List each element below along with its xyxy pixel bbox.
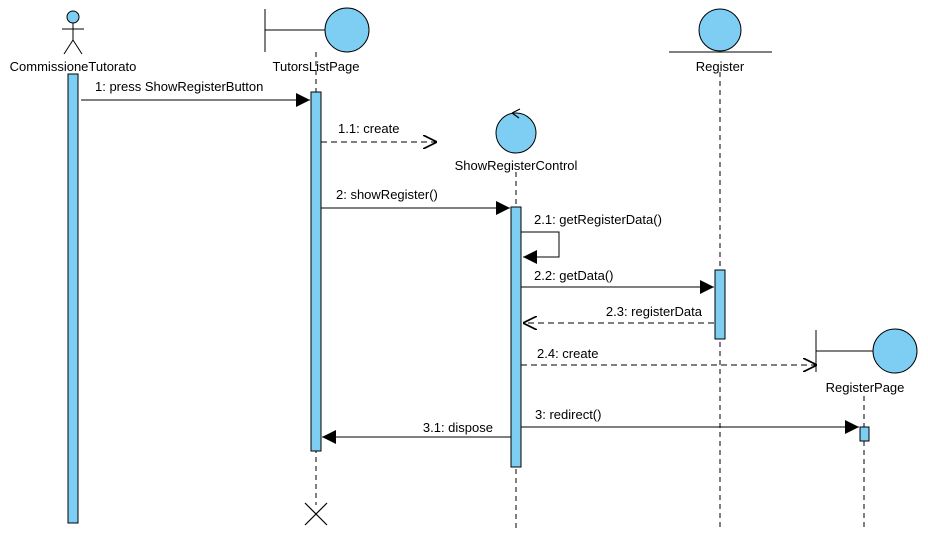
message-2-4: 2.4: create <box>521 346 817 365</box>
register-page-label: RegisterPage <box>826 380 905 395</box>
message-2-3-label: 2.3: registerData <box>606 304 703 319</box>
message-1-1: 1.1: create <box>321 121 437 142</box>
message-3-1-label: 3.1: dispose <box>423 420 493 435</box>
message-3: 3: redirect() <box>521 407 859 434</box>
destroy-marker <box>304 502 328 526</box>
control-icon <box>495 112 537 154</box>
message-2: 2: showRegister() <box>321 187 510 215</box>
participant-register: Register <box>669 8 772 74</box>
message-2-2: 2.2: getData() <box>521 268 714 294</box>
participant-register-page: RegisterPage <box>815 328 918 395</box>
message-2-2-label: 2.2: getData() <box>534 268 614 283</box>
actor-commissione: CommissioneTutorato <box>10 10 137 74</box>
message-2-1: 2.1: getRegisterData() <box>521 212 662 264</box>
tutors-list-page-label: TutorsListPage <box>273 59 360 74</box>
boundary-icon <box>872 328 918 374</box>
activation-commissione <box>67 73 79 524</box>
actor-commissione-label: CommissioneTutorato <box>10 59 137 74</box>
participant-show-register-control: ShowRegisterControl <box>455 108 578 173</box>
boundary-icon <box>324 7 370 53</box>
message-2-3: 2.3: registerData <box>523 304 714 323</box>
message-2-1-label: 2.1: getRegisterData() <box>534 212 662 227</box>
message-1-label: 1: press ShowRegisterButton <box>95 79 263 94</box>
actor-icon <box>66 10 80 24</box>
activation-register-page <box>859 426 870 442</box>
entity-icon <box>698 8 742 52</box>
message-3-1: 3.1: dispose <box>322 420 511 444</box>
message-2-4-label: 2.4: create <box>537 346 598 361</box>
message-1-1-label: 1.1: create <box>338 121 399 136</box>
activation-tutors-list-page <box>310 91 322 452</box>
message-1: 1: press ShowRegisterButton <box>81 79 310 107</box>
activation-show-register-control <box>510 206 522 468</box>
message-3-label: 3: redirect() <box>535 407 601 422</box>
activation-register <box>714 269 726 340</box>
register-label: Register <box>696 59 745 74</box>
message-2-label: 2: showRegister() <box>336 187 438 202</box>
show-register-control-label: ShowRegisterControl <box>455 158 578 173</box>
participant-tutors-list-page: TutorsListPage <box>264 7 370 74</box>
